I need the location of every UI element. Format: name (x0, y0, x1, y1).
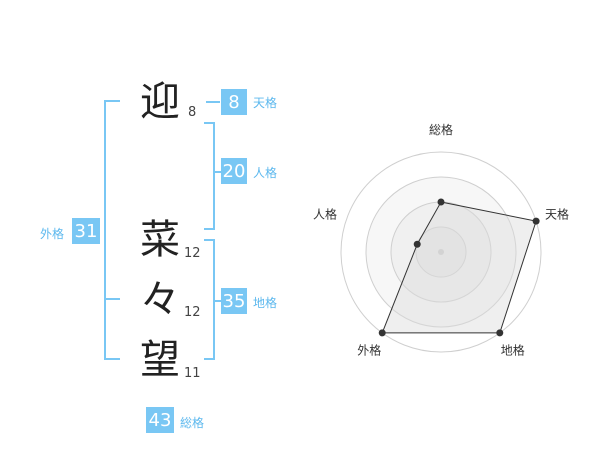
chikaku-label: 地格 (253, 296, 278, 310)
radar-point (437, 198, 445, 206)
chikaku-bracket-vertical (213, 239, 215, 360)
jinkaku-label: 人格 (253, 166, 278, 180)
jinkaku-value: 20 (221, 158, 247, 184)
name-char-3: 々 (140, 277, 180, 323)
chikaku-value: 35 (221, 288, 247, 314)
gaikaku-bracket-bottom (104, 358, 120, 360)
gaikaku-label: 外格 (40, 227, 65, 241)
radar-axis-label: 総格 (429, 122, 453, 137)
chikaku-bracket-bottom (204, 358, 214, 360)
name-char-2: 菜 (140, 217, 180, 263)
tenkaku-connector (206, 101, 220, 103)
radar-axis-label: 人格 (313, 206, 337, 221)
gaikaku-bracket-top (104, 100, 120, 102)
name-char-4: 望 (140, 337, 180, 383)
jinkaku-bracket-top (204, 122, 214, 124)
gaikaku-bracket-vertical (104, 100, 106, 360)
radar-point (496, 329, 504, 337)
radar-point (532, 217, 540, 225)
jinkaku-connector (213, 171, 221, 173)
chikaku-bracket-top (204, 239, 214, 241)
name-char-1: 迎 (140, 79, 180, 125)
radar-point (378, 329, 386, 337)
soukaku-label: 総格 (180, 416, 205, 430)
tenkaku-label: 天格 (253, 96, 278, 110)
radar-axis-label: 外格 (357, 343, 381, 358)
stroke-count-4: 11 (184, 366, 201, 381)
radar-series (378, 198, 540, 337)
gaikaku-value: 31 (72, 218, 100, 244)
stroke-count-2: 12 (184, 246, 201, 261)
radar-axis-label: 地格 (501, 343, 525, 358)
tenkaku-value: 8 (221, 89, 247, 115)
soukaku-value: 43 (146, 407, 174, 433)
radar-axis-label: 天格 (545, 206, 569, 221)
gaikaku-bracket-mid (104, 298, 120, 300)
radar-rings (340, 151, 542, 353)
radar-center (438, 249, 444, 255)
radar-polygon (381, 201, 537, 334)
jinkaku-bracket-vertical (213, 122, 215, 230)
stroke-count-1: 8 (188, 105, 197, 120)
chikaku-connector (213, 300, 221, 302)
jinkaku-bracket-bottom (204, 228, 214, 230)
radar-point (413, 240, 421, 248)
stroke-count-3: 12 (184, 305, 201, 320)
